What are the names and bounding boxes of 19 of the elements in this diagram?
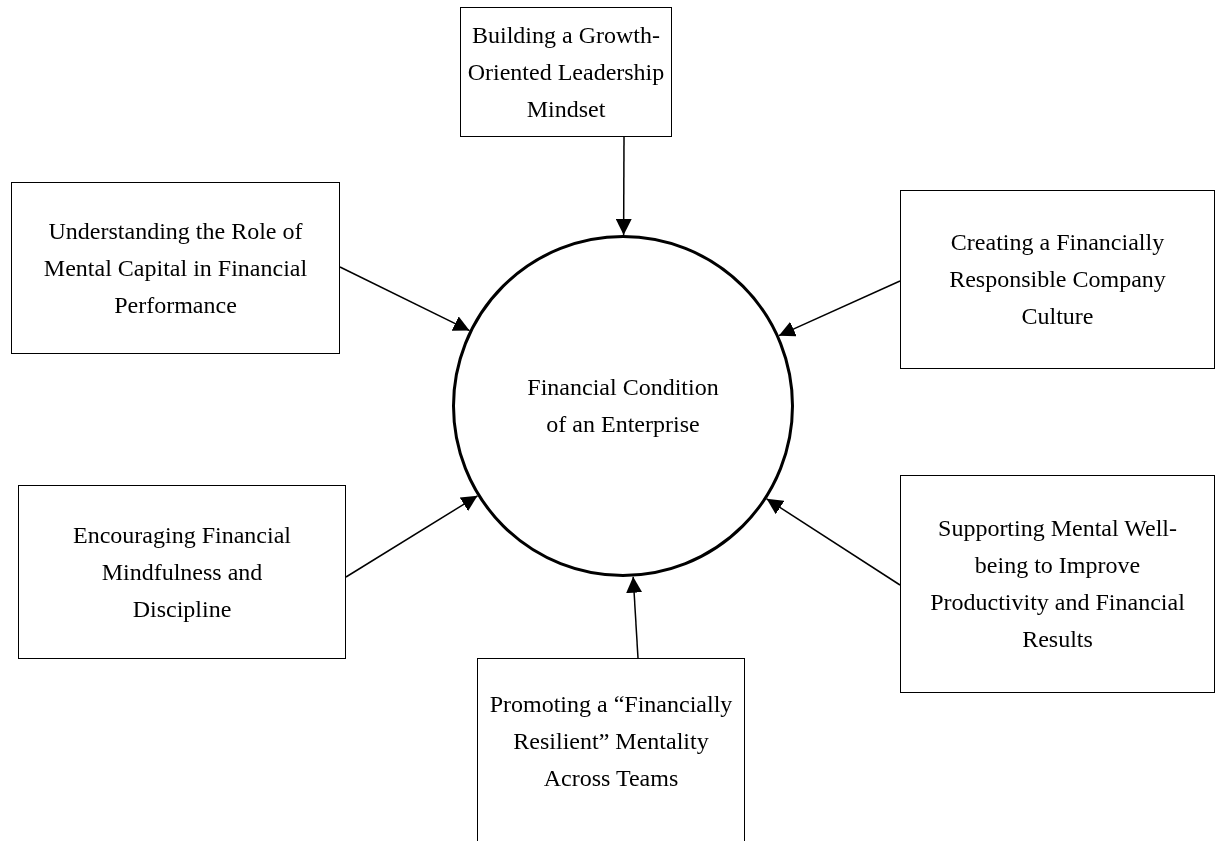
box-label: Understanding the Role of Mental Capital in Financial Performance <box>42 216 309 320</box>
arrow <box>345 495 479 578</box>
arrow <box>778 280 901 337</box>
box-label: Creating a Financially Responsible Company Culture <box>948 228 1167 331</box>
arrow <box>765 498 901 586</box>
text-box <box>477 658 745 841</box>
text-box <box>900 475 1215 693</box>
box-label: Promoting a “Financially Resilient” Mentality Across Teams <box>488 689 734 793</box>
arrow <box>339 266 471 332</box>
circle-label: Financial Condition of an Enterprise <box>526 373 720 439</box>
text-box <box>460 7 672 137</box>
arrow <box>626 575 643 659</box>
arrow <box>615 136 632 236</box>
box-label: Supporting Mental Well-being to Improve Productivity and Financial Results <box>929 514 1186 654</box>
text-box <box>11 182 340 354</box>
box-label: Encouraging Financial Mindfulness and Discipline <box>72 520 292 624</box>
box-label: Building a Growth-Oriented Leadership Mindset <box>466 20 666 124</box>
text-box <box>900 190 1215 369</box>
text-box <box>18 485 346 659</box>
